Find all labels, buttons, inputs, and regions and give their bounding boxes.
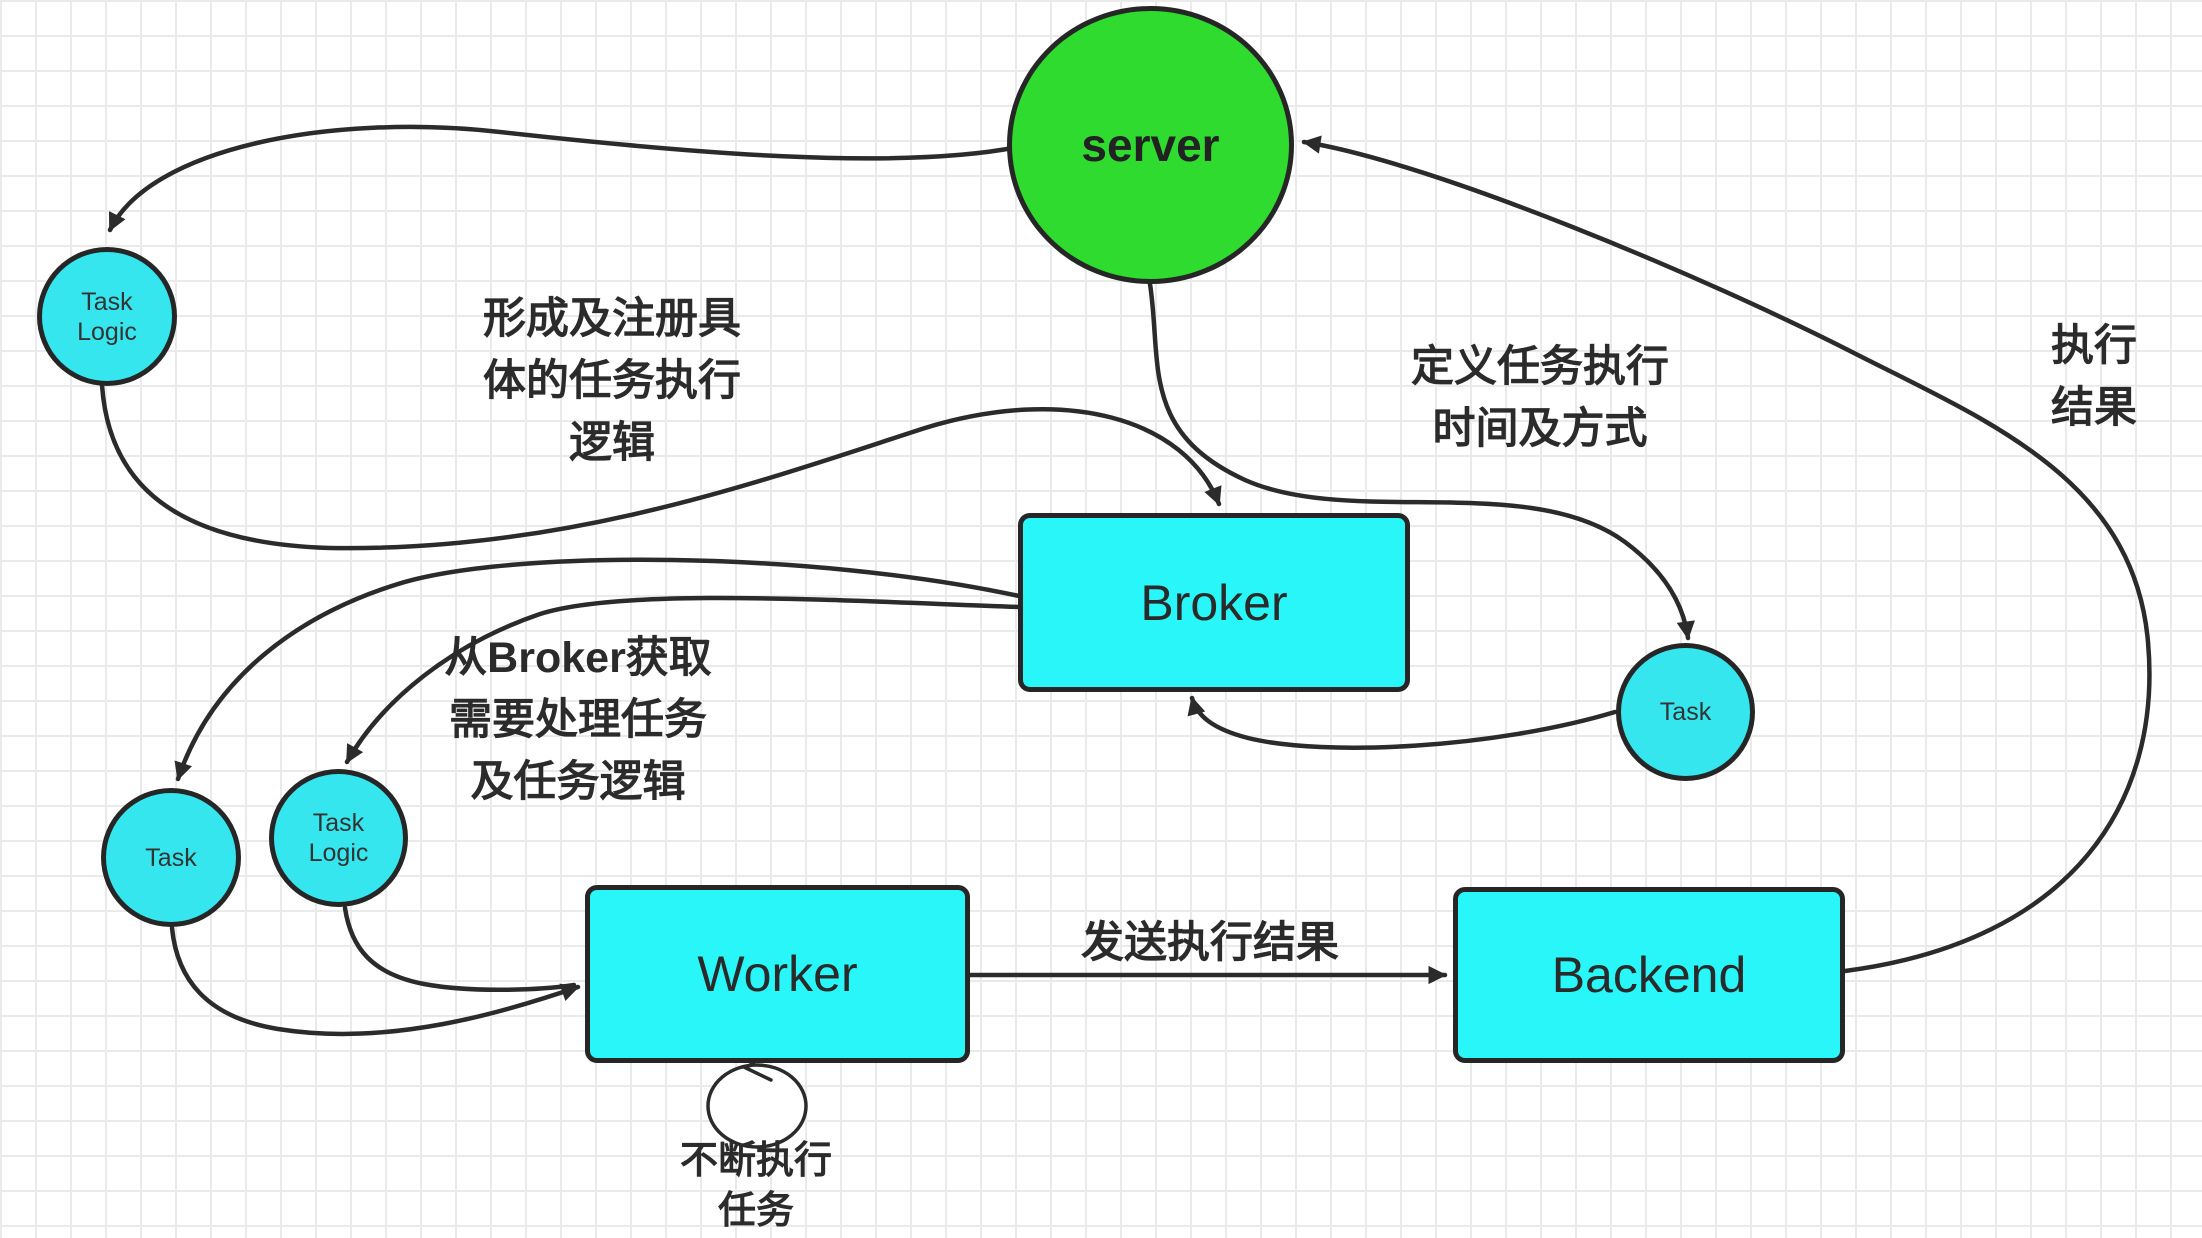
node-task-logic-left[interactable]: Task Logic [269, 769, 408, 907]
label-register-logic: 形成及注册具 体的任务执行 逻辑 [483, 295, 741, 467]
label-send-result: 发送执行结果 [1081, 919, 1339, 967]
label-fetch-from-broker: 从Broker获取 需要处理任务 及任务逻辑 [444, 634, 712, 806]
edge-task-left-to-worker[interactable] [169, 925, 581, 1037]
edge-broker-to-task-left[interactable] [174, 557, 1022, 782]
edge-task-logic-to-broker[interactable] [99, 382, 1222, 551]
edge-server-to-task-logic[interactable] [107, 124, 1026, 233]
edge-task-logic-left-to-worker[interactable] [342, 905, 577, 993]
edge-task-right-to-broker[interactable] [1187, 695, 1618, 750]
node-task-right[interactable]: Task [1616, 643, 1755, 781]
label-loop-tasks: 不断执行 任务 [679, 1140, 833, 1232]
label-define-schedule: 定义任务执行 时间及方式 [1411, 343, 1669, 453]
edge-broker-to-task-logic-left[interactable] [344, 595, 1022, 765]
node-task-logic-top[interactable]: Task Logic [37, 247, 177, 386]
node-broker[interactable]: Broker [1018, 513, 1410, 692]
node-worker[interactable]: Worker [585, 885, 970, 1063]
node-server[interactable]: server [1007, 6, 1294, 284]
label-execution-result: 执行结果 [2051, 322, 2137, 432]
node-backend[interactable]: Backend [1453, 887, 1845, 1063]
edge-server-to-task-right[interactable] [1147, 281, 1695, 641]
edge-backend-to-server[interactable] [1301, 135, 2152, 974]
worker-self-loop[interactable] [706, 1063, 808, 1149]
node-task-left[interactable]: Task [101, 788, 241, 927]
